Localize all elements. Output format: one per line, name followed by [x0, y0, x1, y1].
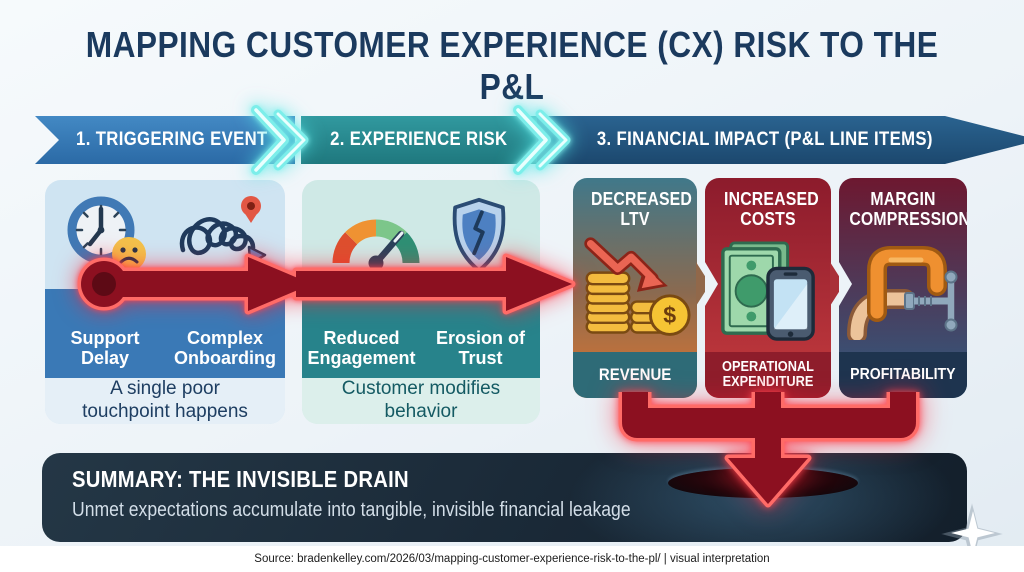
- panel-2-tags-band: Reduced Engagement Erosion of Trust: [302, 289, 540, 379]
- card-1-title: DECREASED LTV: [591, 189, 693, 230]
- clock-sad-icon: [67, 196, 146, 271]
- stage-3-label: 3. FINANCIAL IMPACT (P&L LINE ITEMS): [596, 129, 933, 150]
- card-1-line-item: REVENUE: [573, 352, 697, 398]
- panel-2-icons: [302, 180, 540, 289]
- panel-1-icons: [45, 180, 285, 289]
- experience-risk-panel: Reduced Engagement Erosion of Trust Cust…: [302, 180, 540, 424]
- chevron-separator-icon: [251, 105, 309, 175]
- converge-arrow: [585, 392, 945, 517]
- stage-ribbon-financial-impact: 3. FINANCIAL IMPACT (P&L LINE ITEMS): [537, 116, 1024, 164]
- tag-reduced-engagement: Reduced Engagement: [307, 328, 416, 369]
- cash-phone-icon: [705, 234, 831, 346]
- card-3-title: MARGIN COMPRESSION: [849, 189, 967, 230]
- cracked-shield-icon: [452, 197, 506, 272]
- clamp-icon: [839, 240, 967, 340]
- gauge-icon: [332, 219, 420, 271]
- card-3-line-item: PROFITABILITY: [839, 352, 967, 398]
- coins-decline-icon: $: [573, 236, 697, 344]
- impact-card-margin-compression: MARGIN COMPRESSION PROFITABILITY: [839, 178, 967, 398]
- page-title: MAPPING CUSTOMER EXPERIENCE (CX) RISK TO…: [0, 24, 1024, 108]
- panel-1-caption: A single poor touchpoint happens: [45, 378, 285, 424]
- source-line: Source: bradenkelley.com/2026/03/mapping…: [0, 546, 1024, 572]
- chevron-separator-icon: [513, 105, 571, 175]
- card-2-title: INCREASED COSTS: [724, 189, 819, 230]
- impact-card-decreased-ltv: DECREASED LTV $ REVENUE: [573, 178, 697, 398]
- panel-2-caption: Customer modifies behavior: [302, 378, 540, 424]
- tag-erosion-of-trust: Erosion of Trust: [436, 328, 525, 369]
- stage-2-label: 2. EXPERIENCE RISK: [330, 129, 508, 150]
- stage-ribbon-experience-risk: 2. EXPERIENCE RISK: [301, 116, 537, 164]
- tag-support-delay: Support Delay: [70, 328, 140, 369]
- tag-complex-onboarding: Complex Onboarding: [174, 328, 276, 369]
- red-flow-arrow: [58, 234, 598, 338]
- stage-ribbon-triggering-event: 1. TRIGGERING EVENT: [35, 116, 295, 164]
- page-title-text: MAPPING CUSTOMER EXPERIENCE (CX) RISK TO…: [85, 24, 939, 107]
- svg-text:$: $: [663, 302, 676, 328]
- impact-card-increased-costs: INCREASED COSTS OPERATIONAL EXPENDITURE: [705, 178, 831, 398]
- stage-1-label: 1. TRIGGERING EVENT: [76, 129, 268, 150]
- card-2-line-item: OPERATIONAL EXPENDITURE: [705, 352, 831, 398]
- summary-heading: SUMMARY: THE INVISIBLE DRAIN: [72, 466, 409, 492]
- summary-body: Unmet expectations accumulate into tangi…: [72, 499, 631, 521]
